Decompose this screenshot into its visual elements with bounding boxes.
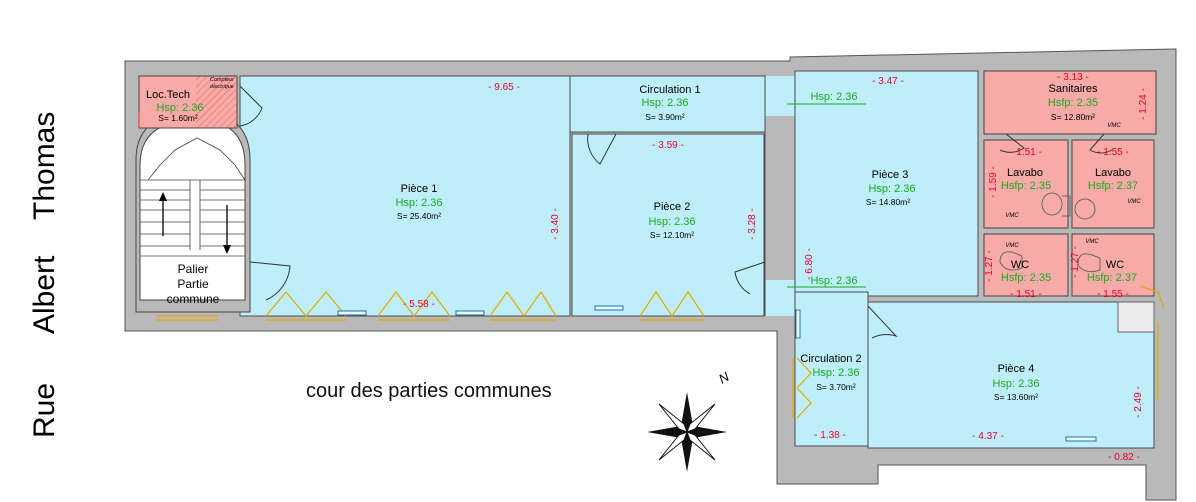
svg-text:- 3.13 -: - 3.13 - bbox=[1057, 72, 1089, 83]
sanitary-block bbox=[983, 70, 1157, 297]
svg-text:S= 3.70m²: S= 3.70m² bbox=[816, 382, 856, 392]
room-piece2[interactable] bbox=[571, 133, 765, 317]
svg-text:Hsfp: 2.37: Hsfp: 2.37 bbox=[1087, 272, 1137, 284]
svg-text:- 3.47 -: - 3.47 - bbox=[872, 76, 904, 87]
svg-text:Lavabo: Lavabo bbox=[1095, 167, 1131, 179]
svg-text:Hsfp: 2.35: Hsfp: 2.35 bbox=[1048, 97, 1098, 109]
svg-text:Hsfp: 2.37: Hsfp: 2.37 bbox=[1088, 180, 1138, 192]
svg-text:Partie: Partie bbox=[177, 277, 209, 291]
svg-text:VMC: VMC bbox=[1127, 199, 1141, 205]
svg-text:Lavabo: Lavabo bbox=[1007, 167, 1043, 179]
svg-text:VMC: VMC bbox=[1085, 239, 1099, 245]
svg-text:Sanitaires: Sanitaires bbox=[1049, 83, 1098, 95]
svg-text:- 1.55 -: - 1.55 - bbox=[1097, 147, 1129, 158]
svg-text:Circulation 2: Circulation 2 bbox=[800, 353, 861, 365]
svg-text:S= 13.60m²: S= 13.60m² bbox=[994, 392, 1038, 402]
svg-text:VMC: VMC bbox=[1005, 213, 1019, 219]
svg-text:électrique: électrique bbox=[210, 84, 234, 90]
svg-text:- 1.27 -: - 1.27 - bbox=[984, 250, 995, 282]
svg-text:- 0.82 -: - 0.82 - bbox=[1108, 452, 1140, 463]
svg-text:Pièce 2: Pièce 2 bbox=[654, 201, 691, 213]
svg-text:- 2.49 -: - 2.49 - bbox=[1133, 386, 1144, 418]
courtyard-label: cour des parties communes bbox=[306, 380, 552, 402]
room-lavabo2[interactable] bbox=[1071, 139, 1155, 229]
svg-text:Palier: Palier bbox=[178, 262, 209, 276]
vmc-labels: VMC VMC VMC VMC VMC bbox=[1005, 123, 1141, 249]
svg-text:Circulation 1: Circulation 1 bbox=[639, 84, 700, 96]
doors bbox=[239, 85, 1113, 339]
room-lavabo1[interactable] bbox=[983, 139, 1069, 229]
svg-text:Hsp: 2.36: Hsp: 2.36 bbox=[810, 275, 857, 287]
rooms bbox=[239, 70, 1155, 449]
svg-text:- 1.51 -: - 1.51 - bbox=[1010, 289, 1042, 300]
svg-text:S= 25.40m²: S= 25.40m² bbox=[397, 211, 441, 221]
svg-text:Hsp: 2.36: Hsp: 2.36 bbox=[156, 102, 203, 114]
svg-text:S= 3.90m²: S= 3.90m² bbox=[645, 112, 685, 122]
stairwell bbox=[135, 111, 251, 313]
svg-text:- 1.24 -: - 1.24 - bbox=[1138, 88, 1149, 120]
svg-text:Hsp: 2.36: Hsp: 2.36 bbox=[648, 216, 695, 228]
street-word-albert: Albert bbox=[28, 255, 61, 335]
north-label: N bbox=[716, 369, 732, 387]
room-piece4[interactable] bbox=[867, 301, 1155, 449]
svg-text:Pièce 4: Pièce 4 bbox=[998, 363, 1035, 375]
svg-text:- 1.59 -: - 1.59 - bbox=[988, 166, 999, 198]
svg-text:Hsp: 2.36: Hsp: 2.36 bbox=[992, 378, 1039, 390]
svg-text:- 1.27 -: - 1.27 - bbox=[1070, 246, 1081, 278]
svg-text:- 4.37 -: - 4.37 - bbox=[972, 431, 1004, 442]
street-name: Rue Albert Thomas bbox=[28, 40, 88, 480]
svg-text:S= 12.10m²: S= 12.10m² bbox=[650, 230, 694, 240]
svg-text:Hsfp: 2.35: Hsfp: 2.35 bbox=[1001, 180, 1051, 192]
room-wc1[interactable] bbox=[983, 233, 1069, 297]
svg-text:- 3.40 -: - 3.40 - bbox=[550, 208, 561, 240]
svg-text:- 5.58 -: - 5.58 - bbox=[403, 299, 435, 310]
svg-text:S= 12.80m²: S= 12.80m² bbox=[1051, 112, 1095, 122]
svg-text:- 1.51 -: - 1.51 - bbox=[1010, 147, 1042, 158]
room-piece1[interactable] bbox=[239, 75, 571, 317]
svg-text:VMC: VMC bbox=[1107, 123, 1121, 129]
svg-text:- 1.55 -: - 1.55 - bbox=[1097, 289, 1129, 300]
svg-text:WC: WC bbox=[1106, 259, 1124, 271]
svg-text:Pièce 3: Pièce 3 bbox=[872, 169, 909, 181]
loc-tech bbox=[138, 75, 238, 129]
svg-text:Compteur: Compteur bbox=[210, 77, 235, 83]
svg-text:Hsp: 2.36: Hsp: 2.36 bbox=[641, 97, 688, 109]
svg-text:Pièce 1: Pièce 1 bbox=[401, 183, 438, 195]
svg-text:Hsp: 2.36: Hsp: 2.36 bbox=[812, 367, 859, 379]
svg-text:commune: commune bbox=[167, 292, 220, 306]
svg-text:WC: WC bbox=[1011, 259, 1029, 271]
svg-text:Hsp: 2.36: Hsp: 2.36 bbox=[868, 183, 915, 195]
svg-text:Hsp: 2.36: Hsp: 2.36 bbox=[810, 91, 857, 103]
svg-text:- 6.80 -: - 6.80 - bbox=[804, 248, 815, 280]
windows bbox=[156, 285, 1165, 419]
svg-text:Hsp: 2.36: Hsp: 2.36 bbox=[395, 197, 442, 209]
room-sanitaires[interactable] bbox=[983, 70, 1157, 135]
dimension-labels: - 9.65 - - 3.59 - - 3.40 - - 3.28 - - 5.… bbox=[403, 72, 1149, 463]
svg-text:- 9.65 -: - 9.65 - bbox=[488, 82, 520, 93]
north-compass-icon bbox=[647, 392, 727, 472]
street-word-rue: Rue bbox=[28, 382, 61, 438]
svg-text:- 1.38 -: - 1.38 - bbox=[814, 430, 846, 441]
room-labels: Loc.Tech Hsp: 2.36 S= 1.60m² Compteur él… bbox=[146, 77, 1138, 402]
street-word-thomas: Thomas bbox=[28, 111, 61, 221]
svg-text:- 3.28 -: - 3.28 - bbox=[747, 208, 758, 240]
svg-text:Hsfp: 2.35: Hsfp: 2.35 bbox=[1001, 272, 1051, 284]
svg-text:VMC: VMC bbox=[1005, 243, 1019, 249]
svg-text:- 3.59 -: - 3.59 - bbox=[652, 140, 684, 151]
svg-text:Loc.Tech: Loc.Tech bbox=[146, 89, 190, 101]
svg-text:S= 14.80m²: S= 14.80m² bbox=[866, 197, 910, 207]
svg-text:S= 1.60m²: S= 1.60m² bbox=[158, 113, 198, 123]
